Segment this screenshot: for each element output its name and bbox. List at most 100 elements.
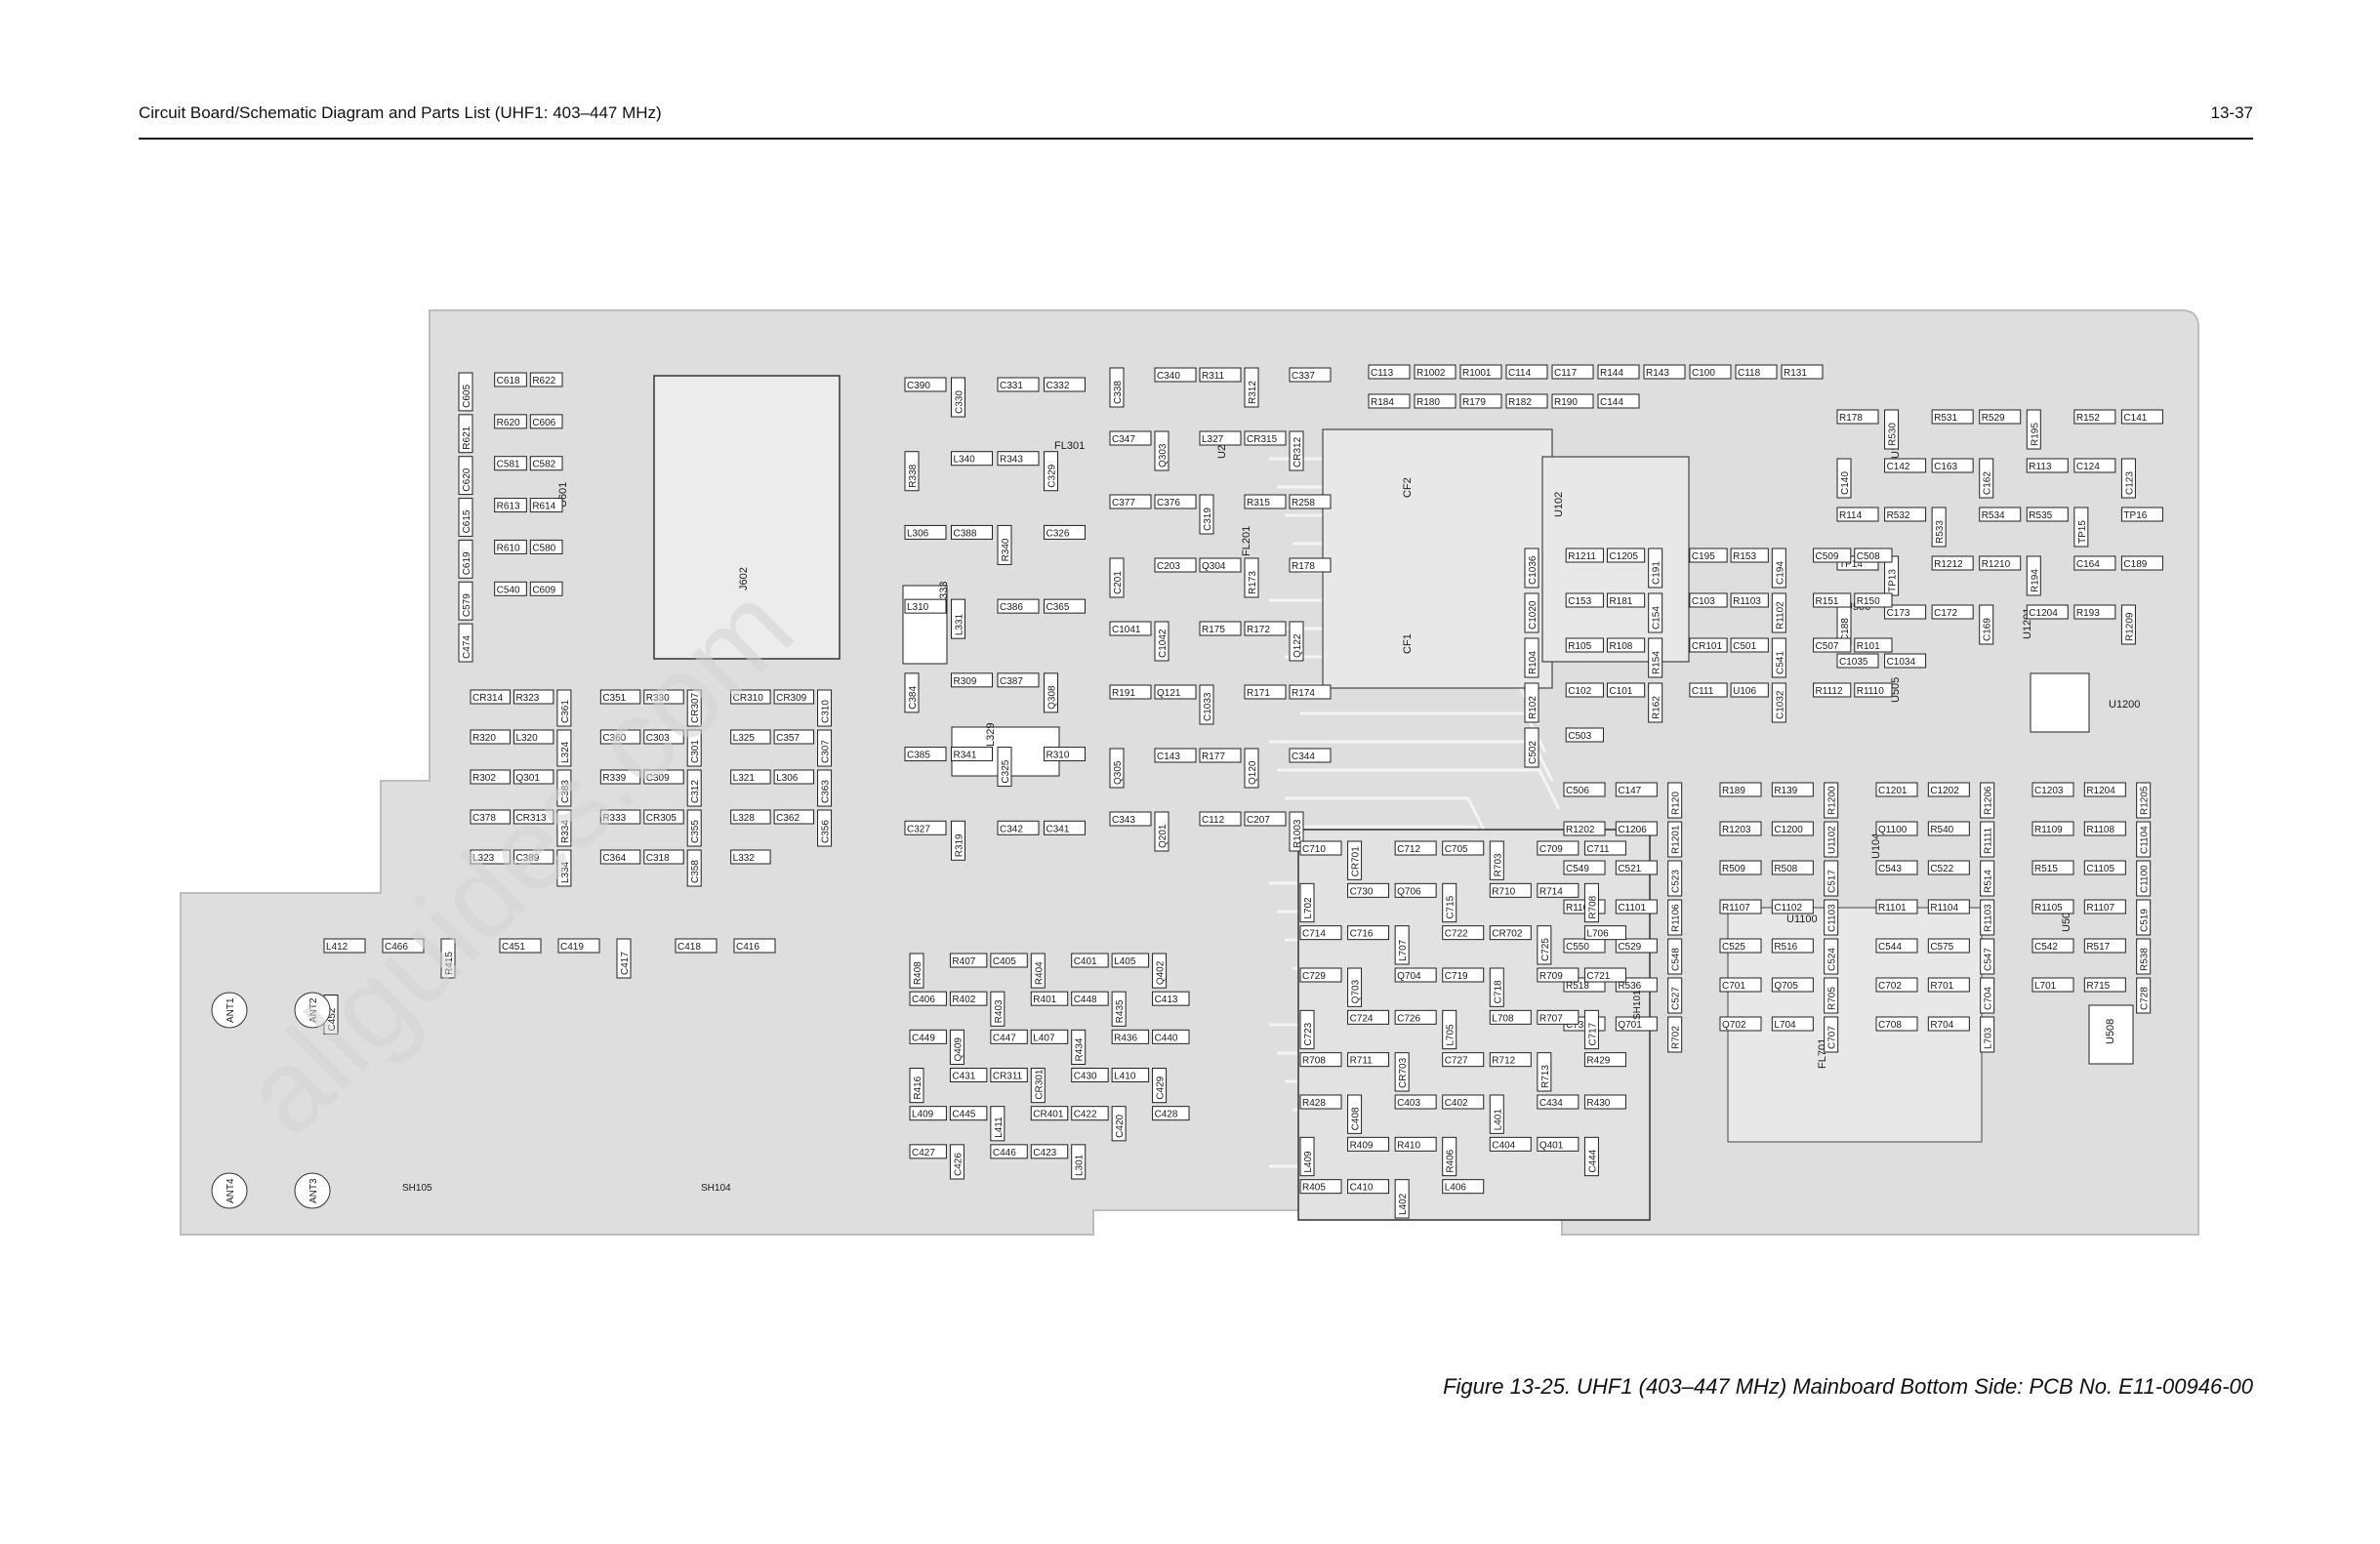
component-r517: R517 bbox=[2083, 938, 2126, 954]
component-r333: R333 bbox=[599, 809, 641, 825]
svg-text:C338: C338 bbox=[1113, 381, 1124, 404]
svg-text:C117: C117 bbox=[1554, 368, 1578, 379]
component-r430: R430 bbox=[1583, 1094, 1626, 1110]
component-c547: C547 bbox=[1980, 938, 1995, 975]
svg-text:C144: C144 bbox=[1600, 397, 1623, 408]
component-c153: C153 bbox=[1565, 592, 1604, 608]
component-r258: R258 bbox=[1289, 494, 1332, 509]
component-r171: R171 bbox=[1244, 684, 1287, 700]
component-r1110: R1110 bbox=[1854, 682, 1893, 698]
sh105-label: SH105 bbox=[402, 1183, 432, 1194]
component-c1103: C1103 bbox=[1824, 899, 1839, 936]
svg-text:R516: R516 bbox=[1774, 942, 1797, 953]
svg-text:R1101: R1101 bbox=[1878, 903, 1907, 914]
component-r401: R401 bbox=[1030, 991, 1069, 1006]
svg-text:C521: C521 bbox=[1618, 864, 1641, 874]
svg-text:C189: C189 bbox=[2123, 559, 2147, 570]
svg-text:C173: C173 bbox=[1887, 608, 1910, 619]
component-c404: C404 bbox=[1489, 1136, 1532, 1152]
component-c332: C332 bbox=[1044, 377, 1086, 392]
svg-text:R430: R430 bbox=[1586, 1098, 1610, 1109]
svg-text:C704: C704 bbox=[1984, 987, 1994, 1010]
svg-text:R407: R407 bbox=[952, 956, 975, 967]
svg-text:C1105: C1105 bbox=[2086, 864, 2114, 874]
svg-text:C331: C331 bbox=[1000, 381, 1023, 391]
svg-text:CR301: CR301 bbox=[1034, 1069, 1045, 1100]
svg-text:L323: L323 bbox=[472, 853, 495, 864]
component-c361: C361 bbox=[556, 689, 572, 727]
svg-text:R339: R339 bbox=[602, 773, 626, 784]
svg-text:C319: C319 bbox=[1203, 508, 1213, 531]
component-c506: C506 bbox=[1563, 782, 1606, 797]
svg-text:C527: C527 bbox=[1671, 987, 1682, 1010]
svg-text:R614: R614 bbox=[532, 502, 555, 512]
component-c319: C319 bbox=[1199, 494, 1214, 535]
component-l301: L301 bbox=[1071, 1144, 1087, 1180]
svg-text:Q301: Q301 bbox=[515, 773, 540, 784]
svg-text:C501: C501 bbox=[1733, 641, 1756, 652]
svg-text:C413: C413 bbox=[1155, 995, 1178, 1005]
svg-text:C580: C580 bbox=[532, 543, 555, 553]
component-cr313: CR313 bbox=[513, 809, 554, 825]
component-l340: L340 bbox=[951, 451, 993, 467]
component-c716: C716 bbox=[1347, 925, 1390, 941]
component-c446: C446 bbox=[990, 1144, 1028, 1159]
component-c550: C550 bbox=[1563, 938, 1606, 954]
component-c363: C363 bbox=[817, 769, 833, 807]
svg-text:R711: R711 bbox=[1350, 1056, 1374, 1067]
svg-text:Q305: Q305 bbox=[1113, 760, 1124, 785]
component-r409: R409 bbox=[1347, 1136, 1390, 1152]
svg-text:C100: C100 bbox=[1692, 368, 1715, 379]
svg-text:C112: C112 bbox=[1202, 815, 1225, 826]
component-c101: C101 bbox=[1606, 682, 1646, 698]
svg-text:C524: C524 bbox=[1827, 948, 1838, 971]
svg-text:C318: C318 bbox=[646, 853, 670, 864]
component-r410: R410 bbox=[1394, 1136, 1437, 1152]
component-r162: R162 bbox=[1648, 682, 1663, 723]
svg-text:R703: R703 bbox=[1493, 853, 1503, 876]
component-r703: R703 bbox=[1489, 840, 1504, 880]
component-c527: C527 bbox=[1667, 977, 1683, 1014]
component-l707: L707 bbox=[1394, 925, 1410, 965]
component-r613: R613 bbox=[494, 498, 527, 513]
svg-text:C195: C195 bbox=[1692, 551, 1715, 562]
component-q303: Q303 bbox=[1154, 430, 1169, 471]
svg-text:C347: C347 bbox=[1112, 434, 1135, 445]
svg-text:R162: R162 bbox=[1652, 696, 1662, 719]
svg-text:R518: R518 bbox=[1566, 981, 1589, 992]
svg-text:C188: C188 bbox=[1840, 618, 1851, 641]
component-l706: L706 bbox=[1583, 925, 1626, 941]
svg-text:R408: R408 bbox=[913, 961, 923, 985]
svg-text:C721: C721 bbox=[1586, 971, 1610, 982]
svg-text:C540: C540 bbox=[497, 585, 520, 595]
svg-text:C575: C575 bbox=[1930, 942, 1953, 953]
svg-text:C142: C142 bbox=[1887, 462, 1910, 472]
component-l334: L334 bbox=[556, 849, 572, 887]
svg-text:C1201: C1201 bbox=[1878, 786, 1908, 796]
svg-text:L410: L410 bbox=[1114, 1072, 1136, 1082]
component-l401: L401 bbox=[1489, 1094, 1504, 1134]
svg-text:C356: C356 bbox=[821, 820, 832, 843]
component-cr703: CR703 bbox=[1394, 1052, 1410, 1092]
component-q304: Q304 bbox=[1199, 557, 1242, 573]
component-c358: C358 bbox=[686, 849, 702, 887]
svg-text:R540: R540 bbox=[1930, 825, 1953, 835]
component-c729: C729 bbox=[1299, 967, 1342, 983]
component-c525: C525 bbox=[1719, 938, 1762, 954]
component-r309: R309 bbox=[951, 672, 993, 688]
svg-text:R531: R531 bbox=[1934, 413, 1957, 424]
component-c501: C501 bbox=[1730, 637, 1769, 653]
svg-text:C451: C451 bbox=[502, 942, 525, 953]
component-l325: L325 bbox=[730, 729, 771, 745]
svg-text:R338: R338 bbox=[908, 464, 919, 487]
sh104-label: SH104 bbox=[701, 1183, 731, 1194]
svg-text:C446: C446 bbox=[993, 1148, 1016, 1158]
component-c619: C619 bbox=[458, 539, 473, 579]
component-r1101: R1101 bbox=[1875, 899, 1918, 914]
component-l306: L306 bbox=[773, 769, 815, 785]
component-c1101: C1101 bbox=[1615, 899, 1658, 914]
component-c341: C341 bbox=[1044, 820, 1086, 835]
svg-text:R144: R144 bbox=[1600, 368, 1623, 379]
svg-text:C342: C342 bbox=[1000, 824, 1023, 834]
component-r538: R538 bbox=[2136, 938, 2152, 975]
